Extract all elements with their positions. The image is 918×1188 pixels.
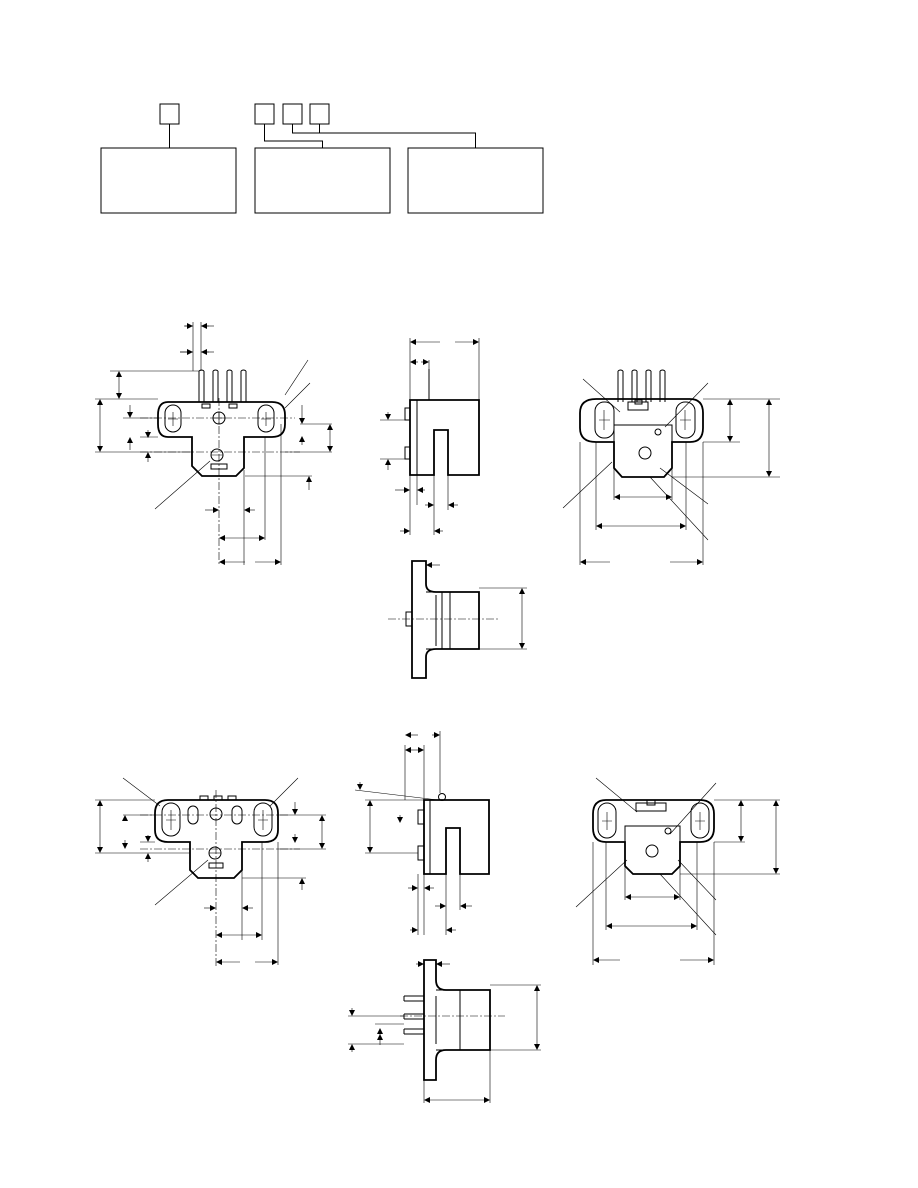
- code-digit-box-1: [159, 103, 180, 125]
- upper-top-view: [388, 560, 527, 679]
- code-connector-lines: [169, 124, 476, 148]
- code-digit-box-4: [309, 103, 330, 125]
- lower-side-view: [354, 731, 490, 935]
- code-digit-box-2: [254, 103, 275, 125]
- lower-rear-view: [575, 777, 780, 965]
- code-description-box-1: [100, 147, 237, 214]
- code-description-box-2: [254, 147, 391, 214]
- lower-top-view: [348, 959, 541, 1103]
- upper-front-dimensions: [95, 322, 333, 565]
- upper-side-view: [380, 338, 480, 535]
- lower-front-view: [95, 777, 326, 968]
- ordering-code-diagram: [100, 103, 544, 214]
- code-description-box-3: [407, 147, 544, 214]
- code-digit-box-3: [282, 103, 303, 125]
- upper-front-view: [95, 322, 333, 565]
- upper-rear-view: [562, 369, 780, 565]
